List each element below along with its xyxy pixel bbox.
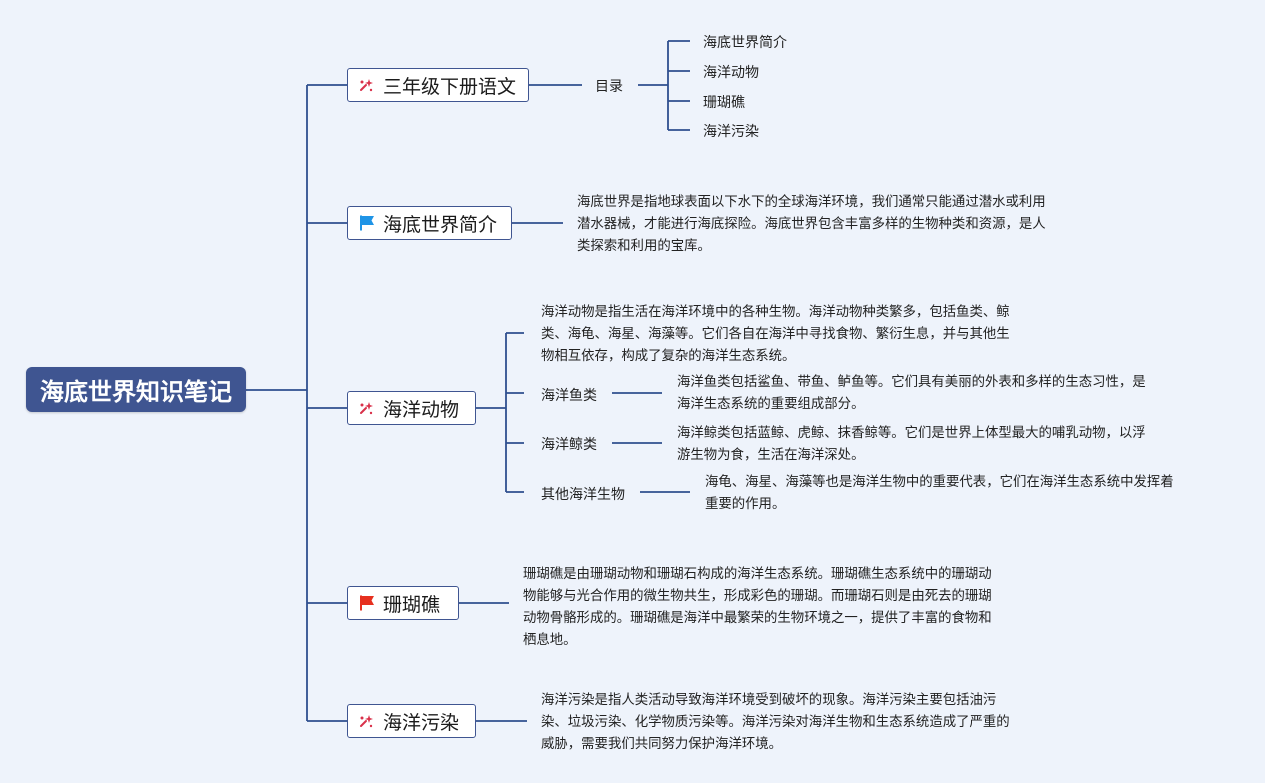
animals-others-line: 重要的作用。 bbox=[705, 497, 786, 512]
animals-whales-line: 海洋鲸类包括蓝鲸、虎鲸、抹香鲸等。它们是世界上体型最大的哺乳动物，以浮 bbox=[677, 426, 1146, 441]
animals-whales-text: 海洋鲸类包括蓝鲸、虎鲸、抹香鲸等。它们是世界上体型最大的哺乳动物，以浮 游生物为… bbox=[677, 423, 1146, 467]
coral-text-line: 动物骨骼形成的。珊瑚礁是海洋中最繁荣的生物环境之一，提供了丰富的食物和 bbox=[523, 611, 992, 626]
intro-text: 海底世界是指地球表面以下水下的全球海洋环境，我们通常只能通过潜水或利用 潜水器械… bbox=[577, 192, 1046, 258]
animals-whales-line: 游生物为食，生活在海洋深处。 bbox=[677, 448, 865, 463]
animals-fish-line: 海洋鱼类包括鲨鱼、带鱼、鲈鱼等。它们具有美丽的外表和多样的生态习性，是 bbox=[677, 375, 1146, 390]
blue-flag-icon bbox=[358, 214, 376, 232]
topic-coral[interactable]: 珊瑚礁 bbox=[347, 586, 459, 620]
intro-text-line: 类探索和利用的宝库。 bbox=[577, 239, 711, 254]
toc-item-pollution: 海洋污染 bbox=[703, 124, 759, 140]
sparkle-icon bbox=[358, 76, 376, 94]
animals-fish-text: 海洋鱼类包括鲨鱼、带鱼、鲈鱼等。它们具有美丽的外表和多样的生态习性，是 海洋生态… bbox=[677, 372, 1146, 416]
animals-others-text: 海龟、海星、海藻等也是海洋生物中的重要代表，它们在海洋生态系统中发挥着 重要的作… bbox=[705, 472, 1174, 516]
coral-text: 珊瑚礁是由珊瑚动物和珊瑚石构成的海洋生态系统。珊瑚礁生态系统中的珊瑚动 物能够与… bbox=[523, 564, 992, 652]
connector-root-to-topics bbox=[246, 84, 347, 722]
animals-others-label: 其他海洋生物 bbox=[541, 487, 625, 503]
topic-intro-label: 海底世界简介 bbox=[383, 213, 498, 236]
toc-item-coral: 珊瑚礁 bbox=[703, 95, 745, 111]
animals-fish-label: 海洋鱼类 bbox=[541, 388, 597, 404]
animals-summary-line: 类、海龟、海星、海藻等。它们各自在海洋中寻找食物、繁衍生息，并与其他生 bbox=[541, 327, 1010, 342]
topic-pollution-label: 海洋污染 bbox=[383, 711, 460, 734]
animals-summary-line: 物相互依存，构成了复杂的海洋生态系统。 bbox=[541, 349, 796, 364]
toc-item-intro: 海底世界简介 bbox=[703, 35, 787, 51]
connector-toc-to-items bbox=[638, 40, 690, 131]
animals-fish-line: 海洋生态系统的重要组成部分。 bbox=[677, 397, 865, 412]
toc-item-animals: 海洋动物 bbox=[703, 65, 759, 81]
topic-animals[interactable]: 海洋动物 bbox=[347, 391, 476, 425]
coral-text-line: 珊瑚礁是由珊瑚动物和珊瑚石构成的海洋生态系统。珊瑚礁生态系统中的珊瑚动 bbox=[523, 567, 992, 582]
coral-text-line: 物能够与光合作用的微生物共生，形成彩色的珊瑚。而珊瑚石则是由死去的珊瑚 bbox=[523, 589, 992, 604]
sparkle-icon bbox=[358, 399, 376, 417]
topic-textbook-label: 三年级下册语文 bbox=[383, 75, 517, 98]
root-title: 海底世界知识笔记 bbox=[40, 378, 232, 406]
pollution-text-line: 染、垃圾污染、化学物质污染等。海洋污染对海洋生物和生态系统造成了严重的 bbox=[541, 715, 1010, 730]
coral-text-line: 栖息地。 bbox=[523, 633, 577, 648]
pollution-text-line: 海洋污染是指人类活动导致海洋环境受到破坏的现象。海洋污染主要包括油污 bbox=[541, 693, 997, 708]
animals-summary-line: 海洋动物是指生活在海洋环境中的各种生物。海洋动物种类繁多，包括鱼类、鲸 bbox=[541, 305, 1010, 320]
animals-whales-label: 海洋鲸类 bbox=[541, 437, 597, 453]
pollution-text: 海洋污染是指人类活动导致海洋环境受到破坏的现象。海洋污染主要包括油污 染、垃圾污… bbox=[541, 690, 1010, 756]
topic-animals-label: 海洋动物 bbox=[383, 398, 460, 421]
connector-animals-to-branches bbox=[476, 332, 524, 493]
animals-summary-text: 海洋动物是指生活在海洋环境中的各种生物。海洋动物种类繁多，包括鱼类、鲸 类、海龟… bbox=[541, 302, 1010, 368]
topic-intro[interactable]: 海底世界简介 bbox=[347, 206, 512, 240]
topic-pollution[interactable]: 海洋污染 bbox=[347, 704, 476, 738]
topic-coral-label: 珊瑚礁 bbox=[383, 593, 441, 616]
topic-textbook[interactable]: 三年级下册语文 bbox=[347, 68, 529, 102]
sparkle-icon bbox=[358, 712, 376, 730]
red-flag-icon bbox=[358, 594, 376, 612]
pollution-text-line: 威胁，需要我们共同努力保护海洋环境。 bbox=[541, 737, 783, 752]
intro-text-line: 海底世界是指地球表面以下水下的全球海洋环境，我们通常只能通过潜水或利用 bbox=[577, 195, 1046, 210]
toc-label: 目录 bbox=[595, 79, 623, 95]
animals-others-line: 海龟、海星、海藻等也是海洋生物中的重要代表，它们在海洋生态系统中发挥着 bbox=[705, 475, 1174, 490]
intro-text-line: 潜水器械，才能进行海底探险。海底世界包含丰富多样的生物种类和资源，是人 bbox=[577, 217, 1046, 232]
root-topic[interactable]: 海底世界知识笔记 bbox=[26, 367, 246, 412]
